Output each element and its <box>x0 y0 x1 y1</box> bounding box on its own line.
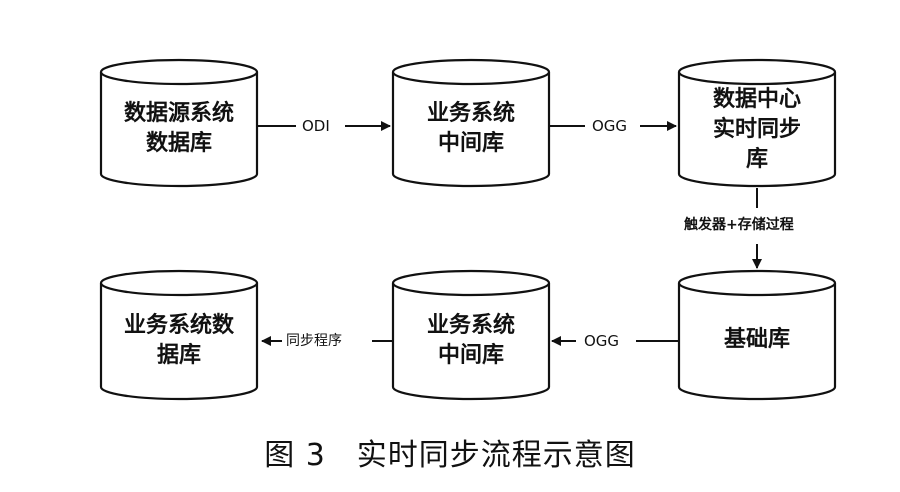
cylinder-biz-db <box>99 269 259 401</box>
node-text-line: 库 <box>745 147 768 172</box>
edge-label-ogg-top: OGG <box>592 117 628 135</box>
node-text-line: 据库 <box>156 343 201 368</box>
cylinder-source-db <box>99 58 259 188</box>
node-text-line: 业务系统数 <box>123 313 234 338</box>
node-label-base-db: 基础库 <box>679 310 835 370</box>
node-label-biz-db: 业务系统数 据库 <box>101 302 257 380</box>
node-text-line: 业务系统 <box>426 101 515 126</box>
node-text-line: 中间库 <box>437 131 504 156</box>
node-text-line: 数据中心 <box>712 87 801 112</box>
edge-label-ogg-bottom: OGG <box>584 332 620 350</box>
node-text-line: 基础库 <box>723 327 790 352</box>
edge-label-odi: ODI <box>302 117 330 135</box>
node-label-source-db: 数据源系统 数据库 <box>101 90 257 168</box>
flow-diagram <box>99 58 837 401</box>
figure-caption: 图 3 实时同步流程示意图 <box>264 438 636 473</box>
node-text-line: 实时同步 <box>712 117 801 142</box>
node-text-line: 中间库 <box>437 343 504 368</box>
cylinder-dc-sync <box>677 58 837 188</box>
edge-label-trigger: 触发器+存储过程 <box>684 216 794 234</box>
cylinder-base-db <box>677 269 837 401</box>
node-text-line: 数据库 <box>145 131 212 156</box>
node-label-dc-sync: 数据中心 实时同步 库 <box>679 82 835 178</box>
node-text-line: 业务系统 <box>426 313 515 338</box>
edge-label-sync-program: 同步程序 <box>286 332 342 350</box>
node-label-biz-mid-bottom: 业务系统 中间库 <box>393 302 549 380</box>
node-label-biz-mid-top: 业务系统 中间库 <box>393 90 549 168</box>
cylinder-biz-mid-top <box>391 58 551 188</box>
cylinder-biz-mid-bottom <box>391 269 551 401</box>
node-text-line: 数据源系统 <box>123 101 234 126</box>
